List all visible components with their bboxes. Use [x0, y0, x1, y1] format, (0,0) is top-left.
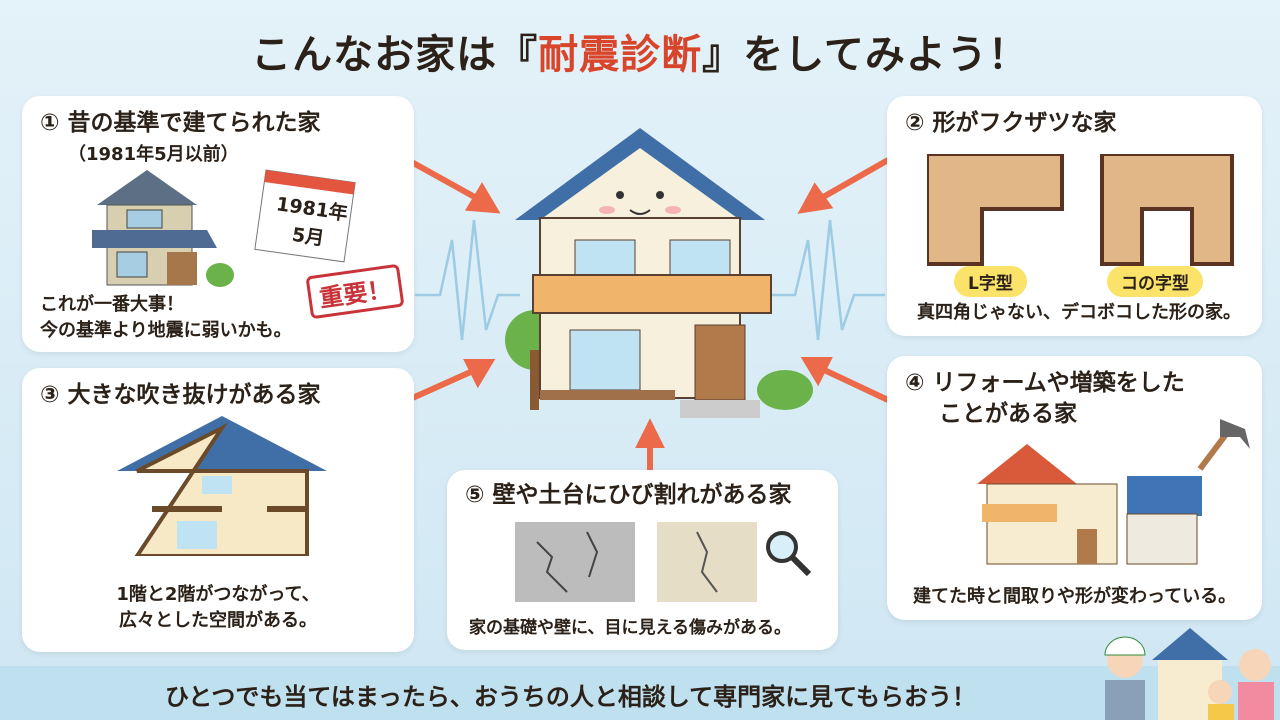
label-u-shape: コの字型: [1107, 266, 1203, 297]
crack-illustration: [515, 522, 812, 602]
card-description: 家の基礎や壁に、目に見える傷みがある。: [469, 618, 791, 638]
main-house-illustration: [505, 128, 813, 418]
card-description: 建てた時と間取りや形が変わっている。: [913, 586, 1237, 607]
card-renovation: ④ リフォームや増築をしたことがある家 建てた時と間取りや形が変わっている。: [887, 356, 1262, 620]
page-title: こんなお家は『耐震診断』をしてみよう！: [251, 32, 1029, 78]
extended-house-illustration: [977, 444, 1202, 565]
card-description: 1階と2階がつながって、広々とした空間がある。: [116, 584, 320, 632]
card-title: ③ 大きな吹き抜けがある家: [40, 382, 321, 408]
card-open-ceiling: ③ 大きな吹き抜けがある家 1階と2階がつながって、広々とした空間がある。: [22, 368, 414, 652]
old-house-illustration: [92, 170, 234, 287]
atrium-house-illustration: [117, 416, 327, 556]
card-cracks: ⑤ 壁や土台にひび割れがある家 家の基礎や壁に、目に見える傷みがある。: [447, 470, 838, 650]
floorplan-illustration: [927, 154, 1234, 266]
label-l-shape: L字型: [954, 266, 1027, 297]
card-description: これが一番大事！今の基準より地震に弱いかも。: [40, 294, 292, 342]
hammer-icon: [1197, 419, 1250, 471]
card-title: ① 昔の基準で建てられた家: [40, 110, 321, 136]
card-complex-shape: ② 形がフクザツな家 L字型 コの字型 真四角じゃない、デコボコした形の家。: [887, 96, 1262, 336]
card-subtitle: （1981年5月以前）: [68, 144, 239, 165]
card-title: ⑤ 壁や土台にひび割れがある家: [465, 482, 792, 508]
important-stamp: 重要！: [305, 263, 405, 320]
bottom-banner: ひとつでも当てはまったら、おうちの人と相談して専門家に見てもらおう！: [0, 666, 1280, 720]
banner-text: ひとつでも当てはまったら、おうちの人と相談して専門家に見てもらおう！: [165, 683, 976, 711]
card-description: 真四角じゃない、デコボコした形の家。: [917, 302, 1241, 323]
card-title: ② 形がフクザツな家: [905, 110, 1117, 136]
card-title: ④ リフォームや増築をしたことがある家: [905, 370, 1185, 428]
family-illustration: [1104, 628, 1274, 720]
calendar-icon: [254, 169, 356, 263]
